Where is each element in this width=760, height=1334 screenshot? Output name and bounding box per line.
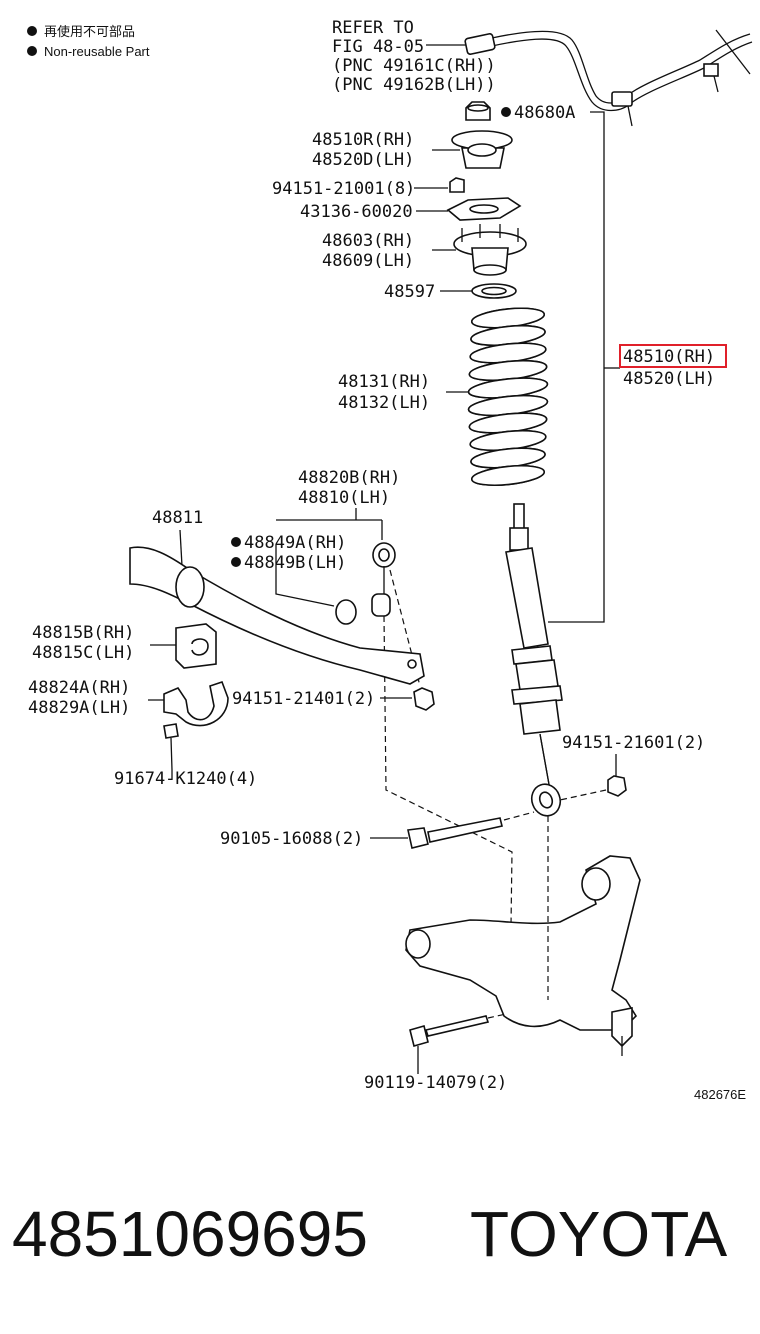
label-48815C: 48815C(LH) xyxy=(32,643,134,663)
label-48510R: 48510R(RH) xyxy=(312,130,414,150)
label-91674: 91674-K1240(4) xyxy=(114,769,257,789)
part-48815-bushing: 48815B(RH) 48815C(LH) xyxy=(32,623,217,669)
label-48609: 48609(LH) xyxy=(322,251,414,271)
legend-text-en: Non-reusable Part xyxy=(44,44,150,59)
label-48820B: 48820B(RH) xyxy=(298,468,400,488)
non-reusable-bullet-icon xyxy=(231,537,241,547)
label-48603: 48603(RH) xyxy=(322,231,414,251)
refer-note: REFER TO FIG 48-05 (PNC 49161C(RH)) (PNC… xyxy=(332,18,496,95)
label-48597: 48597 xyxy=(384,282,435,302)
highlight-box xyxy=(619,344,727,368)
part-stabilizer-link: 48820B(RH) 48810(LH) xyxy=(275,468,513,1001)
label-94151-21001: 94151-21001(8) xyxy=(272,179,415,199)
refer-line-1: REFER TO xyxy=(332,18,414,38)
part-48811-stabilizer-bar: 48811 xyxy=(129,508,425,685)
part-94151-21401: 94151-21401(2) xyxy=(232,687,435,711)
figure-code: 482676E xyxy=(694,1087,746,1102)
label-48510-rh: 48510(RH) xyxy=(623,347,715,367)
footer-part-number: 4851069695 xyxy=(12,1198,368,1270)
part-upper-support: 48510R(RH) 48520D(LH) xyxy=(312,130,513,170)
label-94151-21601: 94151-21601(2) xyxy=(562,733,705,753)
label-48131: 48131(RH) xyxy=(338,372,430,392)
part-48849: 48849A(RH) 48849B(LH) xyxy=(231,533,346,573)
label-48829A: 48829A(LH) xyxy=(28,698,130,718)
part-94151-21001: 94151-21001(8) xyxy=(272,177,465,199)
label-90119: 90119-14079(2) xyxy=(364,1073,507,1093)
label-48132: 48132(LH) xyxy=(338,393,430,413)
part-48680A: 48680A xyxy=(465,101,575,123)
brake-hose xyxy=(464,29,753,127)
label-48810: 48810(LH) xyxy=(298,488,390,508)
spring-coil xyxy=(470,464,546,487)
footer-brand: TOYOTA xyxy=(470,1198,728,1270)
label-48824A: 48824A(RH) xyxy=(28,678,130,698)
part-upper-mount: 48603(RH) 48609(LH) xyxy=(322,224,527,276)
label-48849A: 48849A(RH) xyxy=(244,533,346,553)
refer-line-2: FIG 48-05 xyxy=(332,37,424,57)
label-48520-lh: 48520(LH) xyxy=(623,369,715,389)
legend-text-jp: 再使用不可部品 xyxy=(44,24,135,39)
part-shock-absorber xyxy=(505,503,563,817)
part-coil-spring: 48131(RH) 48132(LH) xyxy=(338,307,549,487)
part-lower-knuckle xyxy=(405,816,641,1056)
label-43136: 43136-60020 xyxy=(300,202,413,222)
label-94151-21401: 94151-21401(2) xyxy=(232,689,375,709)
assembly-bracket xyxy=(548,111,620,623)
part-48597: 48597 xyxy=(384,282,517,302)
label-48849B: 48849B(LH) xyxy=(244,553,346,573)
part-43136: 43136-60020 xyxy=(300,197,522,222)
label-48815B: 48815B(RH) xyxy=(32,623,134,643)
part-94151-21601: 94151-21601(2) xyxy=(559,733,705,801)
label-90105: 90105-16088(2) xyxy=(220,829,363,849)
legend: 再使用不可部品 Non-reusable Part xyxy=(27,24,150,59)
refer-line-4: (PNC 49162B(LH)) xyxy=(332,75,496,95)
refer-line-3: (PNC 49161C(RH)) xyxy=(332,56,496,76)
part-48510-assembly: 48510(RH) 48520(LH) xyxy=(619,344,727,389)
part-48824-bracket: 48824A(RH) 48829A(LH) xyxy=(28,678,229,727)
part-90105-bolt: 90105-16088(2) xyxy=(220,811,535,849)
non-reusable-bullet-icon xyxy=(231,557,241,567)
legend-bullet-icon xyxy=(27,26,37,36)
label-48811: 48811 xyxy=(152,508,203,528)
legend-bullet-icon xyxy=(27,46,37,56)
label-48680A: 48680A xyxy=(514,103,575,123)
label-48520D: 48520D(LH) xyxy=(312,150,414,170)
part-90119-bolt: 90119-14079(2) xyxy=(364,1013,507,1093)
non-reusable-bullet-icon xyxy=(501,107,511,117)
part-91674-bolt: 91674-K1240(4) xyxy=(114,723,257,789)
